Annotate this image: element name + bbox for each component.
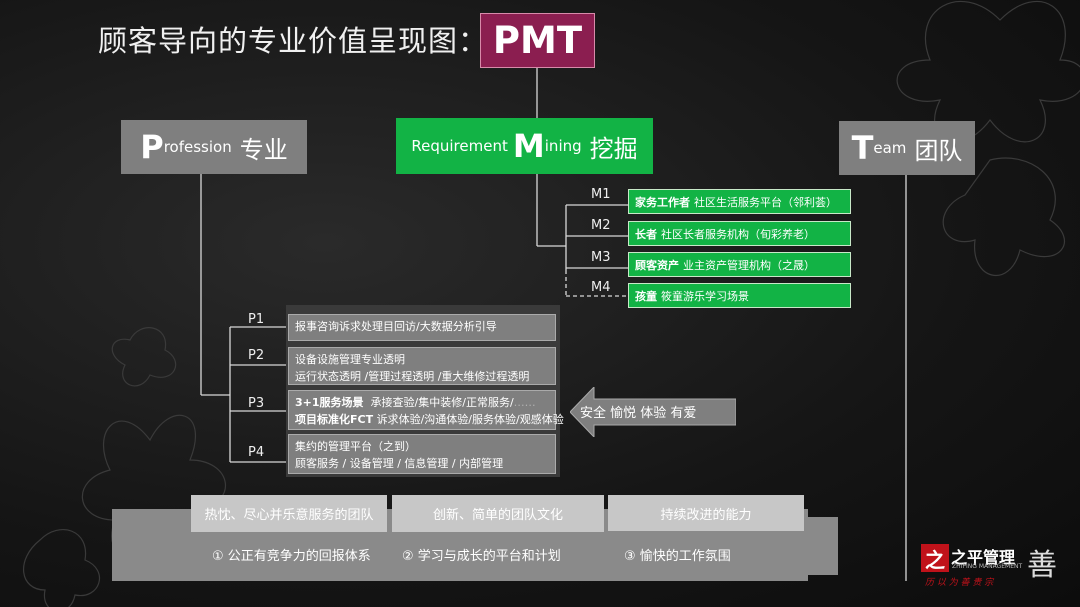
m2-bold: 长者 bbox=[635, 227, 657, 241]
profession-cn: 专业 bbox=[239, 135, 288, 164]
m3-bold: 顾客资产 bbox=[635, 258, 679, 272]
requirement-word: Requirement bbox=[411, 137, 508, 155]
team-initial: T bbox=[851, 129, 874, 167]
team-box-2: 创新、简单的团队文化 bbox=[392, 495, 604, 532]
team-item-3: ③ 愉快的工作氛围 bbox=[624, 549, 731, 564]
team-box-3: 持续改进的能力 bbox=[608, 495, 804, 531]
m1-bold: 家务工作者 bbox=[635, 195, 690, 209]
p1-line: 报事咨询诉求处理目回访/大数据分析引导 bbox=[295, 320, 497, 333]
p3-line2: 诉求体验/沟通体验/服务体验/观感体验 bbox=[376, 413, 564, 426]
p3-box: 3+1服务场景 承接查验/集中装修/正常服务/…… 项目标准化FCT 诉求体验/… bbox=[288, 390, 564, 430]
mining-rest: ining bbox=[544, 137, 582, 155]
p1-box: 报事咨询诉求处理目回访/大数据分析引导 bbox=[288, 314, 556, 341]
p2-box: 设备设施管理专业透明 运行状态透明 /管理过程透明 /重大维修过程透明 bbox=[288, 347, 556, 385]
team-cn: 团队 bbox=[914, 136, 963, 165]
m3-label: M3 bbox=[591, 250, 611, 265]
p3-bold1: 3+1服务场景 bbox=[295, 396, 364, 409]
p1-label: P1 bbox=[248, 312, 265, 327]
company-logo: 之 之平管理 ZHIPING MANAGEMENT 历 以 为 善 贵 宗 bbox=[921, 544, 1023, 588]
m4-text: 筱童游乐学习场景 bbox=[661, 289, 749, 303]
m3-box: 顾客资产业主资产管理机构（之晟） bbox=[628, 252, 851, 277]
logo-mark: 之 bbox=[921, 544, 949, 572]
m4-bold: 孩童 bbox=[635, 289, 657, 303]
m3-text: 业主资产管理机构（之晟） bbox=[683, 258, 815, 272]
m4-label: M4 bbox=[591, 280, 611, 295]
page-title: 顾客导向的专业价值呈现图： bbox=[98, 24, 489, 58]
p4-label: P4 bbox=[248, 445, 265, 460]
team-box-1: 热忱、尽心并乐意服务的团队 bbox=[191, 495, 387, 532]
team-band-tail bbox=[808, 517, 838, 575]
p2-label: P2 bbox=[248, 348, 265, 363]
m1-label: M1 bbox=[591, 187, 611, 202]
team-rest: eam bbox=[873, 139, 907, 157]
p4-box: 集约的管理平台（之到） 顾客服务 / 设备管理 / 信息管理 / 内部管理 bbox=[288, 434, 556, 474]
m2-box: 长者社区长者服务机构（旬彩养老） bbox=[628, 221, 851, 246]
p2-line2: 运行状态透明 /管理过程透明 /重大维修过程透明 bbox=[295, 370, 530, 383]
m2-label: M2 bbox=[591, 218, 611, 233]
p3-faint1: …… bbox=[513, 396, 536, 409]
m1-text: 社区生活服务平台（邻利荟） bbox=[694, 195, 837, 209]
m2-text: 社区长者服务机构（旬彩养老） bbox=[661, 227, 815, 241]
arrow-text: 安全 愉悦 体验 有爱 bbox=[580, 406, 697, 421]
logo-signature: 历 以 为 善 贵 宗 bbox=[925, 578, 994, 588]
team-item-2: ② 学习与成长的平台和计划 bbox=[402, 549, 561, 564]
profession-initial: P bbox=[140, 128, 164, 166]
logo-subtitle: ZHIPING MANAGEMENT bbox=[952, 563, 1023, 570]
p4-line2: 顾客服务 / 设备管理 / 信息管理 / 内部管理 bbox=[295, 457, 504, 470]
p3-label: P3 bbox=[248, 396, 265, 411]
p3-bold2: 项目标准化FCT bbox=[295, 413, 374, 426]
m4-box: 孩童筱童游乐学习场景 bbox=[628, 283, 851, 308]
left-arrow-icon bbox=[570, 387, 736, 437]
mining-cn: 挖掘 bbox=[589, 134, 638, 163]
p4-line1: 集约的管理平台（之到） bbox=[295, 440, 416, 453]
m1-box: 家务工作者社区生活服务平台（邻利荟） bbox=[628, 189, 851, 214]
profession-rest: rofession bbox=[163, 138, 232, 156]
logo-text: 之平管理 bbox=[951, 548, 1016, 567]
p3-line1: 承接查验/集中装修/正常服务/ bbox=[370, 396, 514, 409]
mining-initial: M bbox=[512, 127, 545, 165]
team-item-1: ① 公正有竞争力的回报体系 bbox=[212, 549, 371, 564]
pmt-box: PMT bbox=[480, 13, 595, 68]
p2-line1: 设备设施管理专业透明 bbox=[295, 353, 405, 366]
seal-icon: 善 bbox=[1027, 548, 1057, 583]
